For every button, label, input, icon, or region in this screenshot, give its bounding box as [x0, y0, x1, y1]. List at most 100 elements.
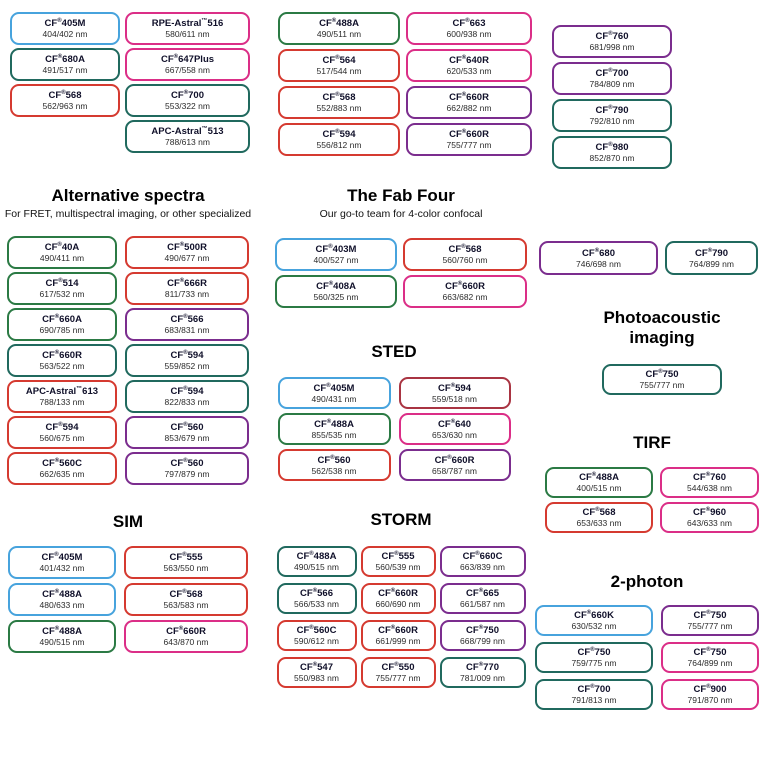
dye-name: CF®750: [693, 646, 727, 658]
dye-excitation-emission: 791/813 nm: [571, 695, 617, 705]
dye-name: CF®594: [170, 349, 204, 361]
dye-name: CF®560: [317, 454, 351, 466]
dye-name: CF®594: [322, 128, 356, 140]
dye-name: CF®594: [45, 421, 79, 433]
dye-name: CF®560: [170, 457, 204, 469]
dye-excitation-emission: 788/133 nm: [39, 397, 85, 407]
dye-excitation-emission: 560/325 nm: [313, 292, 359, 302]
dye-name: CF®564: [322, 54, 356, 66]
dye-name: CF®660K: [574, 609, 614, 621]
dye-excitation-emission: 566/533 nm: [294, 599, 339, 609]
dye-excitation-emission: 853/679 nm: [164, 433, 210, 443]
dye-name: CF®560C: [296, 624, 337, 636]
dye-name: CF®660R: [449, 91, 489, 103]
dye-name: CF®568: [322, 91, 356, 103]
dye-name: CF®665: [466, 587, 499, 599]
dye-excitation-emission: 781/009 nm: [460, 673, 505, 683]
dye-name: CF®700: [595, 67, 629, 79]
dye-name: CF®40A: [44, 241, 80, 253]
dye-name: CF®488A: [296, 550, 337, 562]
dye-name: CF®750: [645, 368, 679, 380]
dye-name: CF®660R: [445, 280, 485, 292]
dye-excitation-emission: 811/733 nm: [164, 289, 210, 299]
dye-name: CF®500R: [167, 241, 207, 253]
dye-excitation-emission: 683/831 nm: [164, 325, 210, 335]
dye-excitation-emission: 550/983 nm: [294, 673, 339, 683]
dye-name: CF®666R: [167, 277, 207, 289]
section-title: TIRF: [633, 433, 671, 452]
dye-excitation-emission: 490/677 nm: [164, 253, 210, 263]
dye-excitation-emission: 764/899 nm: [687, 658, 733, 668]
dye-name: CF®960: [693, 506, 726, 518]
dye-excitation-emission: 563/583 nm: [163, 600, 209, 610]
section-title: Alternative spectra: [51, 186, 205, 205]
dye-excitation-emission: 661/587 nm: [460, 599, 505, 609]
dye-excitation-emission: 404/402 nm: [42, 29, 88, 39]
dye-name: CF®408A: [316, 280, 356, 292]
dye-excitation-emission: 784/809 nm: [589, 79, 635, 89]
dye-excitation-emission: 630/532 nm: [571, 621, 617, 631]
dye-excitation-emission: 563/522 nm: [39, 361, 85, 371]
dye-name: CF®560C: [42, 457, 82, 469]
dye-name: CF®700: [577, 683, 611, 695]
dye-excitation-emission: 759/775 nm: [571, 658, 617, 668]
dye-name: CF®980: [595, 141, 629, 153]
dye-name: CF®488A: [319, 17, 359, 29]
dye-name: CF®660R: [166, 625, 206, 637]
dye-name: CF®566: [300, 587, 333, 599]
dye-excitation-emission: 653/630 nm: [432, 429, 477, 440]
dye-name: CF®594: [438, 382, 471, 394]
dye-excitation-emission: 663/839 nm: [460, 562, 505, 572]
dye-excitation-emission: 559/518 nm: [432, 393, 477, 404]
dye-name: CF®660R: [42, 349, 82, 361]
dye-excitation-emission: 663/682 nm: [442, 292, 488, 302]
dye-name: RPE-Astral™516: [151, 17, 224, 29]
section-title: 2-photon: [610, 572, 684, 591]
dye-name: CF®555: [381, 550, 415, 562]
dye-excitation-emission: 560/760 nm: [442, 255, 488, 265]
dye-excitation-emission: 755/777 nm: [446, 140, 492, 150]
dye-name: CF®514: [45, 277, 79, 289]
